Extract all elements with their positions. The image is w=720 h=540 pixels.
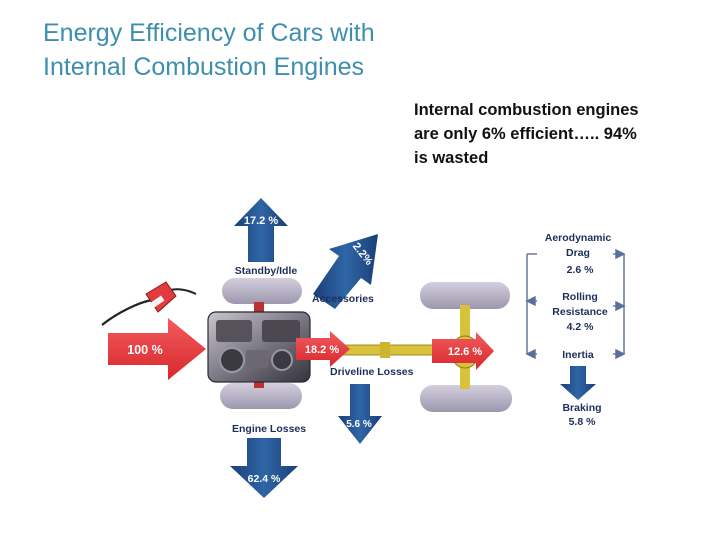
- standby-idle-arrow: [234, 198, 288, 262]
- driveline-losses-label: Driveline Losses: [330, 366, 414, 378]
- aerodynamic-drag-value: 2.6 %: [567, 264, 595, 276]
- engine-block-icon: [207, 311, 311, 383]
- inertia-label: Inertia: [562, 349, 594, 361]
- rolling-resistance-label-2: Resistance: [552, 306, 608, 318]
- efficiency-note-line-2: are only 6% efficient….. 94%: [414, 125, 637, 143]
- front-left-tire: [222, 278, 302, 304]
- engine-losses-label: Engine Losses: [232, 423, 306, 435]
- engine-losses-value: 62.4 %: [248, 473, 281, 485]
- rear-right-tire: [420, 385, 512, 412]
- standby-idle-value: 17.2 %: [244, 215, 278, 227]
- slide-title-line-1: Energy Efficiency of Cars with: [43, 19, 375, 47]
- engine-losses-arrow: [230, 438, 298, 498]
- to-wheels-arrow: [432, 332, 494, 370]
- road-loads-bracket: [525, 248, 626, 360]
- efficiency-note-line-1: Internal combustion engines: [414, 101, 639, 119]
- braking-value: 5.8 %: [569, 416, 597, 428]
- efficiency-note-line-3: is wasted: [414, 149, 489, 167]
- fuel-input-value: 100 %: [127, 343, 162, 357]
- standby-idle-label: Standby/Idle: [235, 265, 298, 277]
- slide-title-line-2: Internal Combustion Engines: [43, 53, 365, 81]
- braking-arrow: [560, 366, 596, 400]
- rolling-resistance-value: 4.2 %: [567, 321, 595, 333]
- driveline-losses-arrow: [338, 384, 382, 444]
- efficiency-note: Internal combustion engines are only 6% …: [414, 98, 674, 170]
- aerodynamic-drag-label-2: Drag: [566, 247, 590, 259]
- rear-left-tire: [420, 282, 510, 309]
- slide-title: Energy Efficiency of Cars with Internal …: [43, 16, 423, 84]
- to-wheels-value: 12.6 %: [448, 346, 482, 358]
- engine-output-value: 18.2 %: [305, 344, 339, 356]
- accessories-arrow: [313, 234, 378, 309]
- engine-output-arrow: [296, 331, 350, 367]
- accessories-label: Accessories: [312, 293, 374, 305]
- rolling-resistance-label-1: Rolling: [562, 291, 598, 303]
- braking-label: Braking: [562, 402, 601, 414]
- driveline-losses-value: 5.6 %: [346, 419, 372, 430]
- fuel-input-arrow: [108, 318, 206, 380]
- fuel-nozzle-icon: [101, 281, 197, 326]
- front-right-tire: [220, 383, 302, 409]
- aerodynamic-drag-label-1: Aerodynamic: [545, 232, 612, 244]
